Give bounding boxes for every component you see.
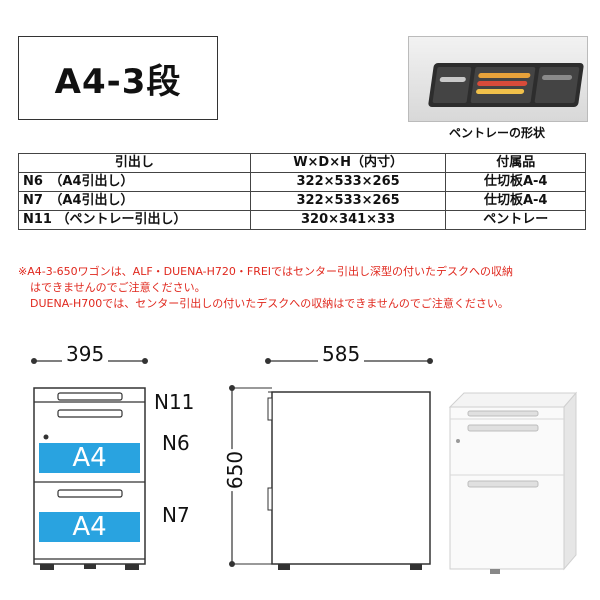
note-line: DUENA-H700では、センター引出しの付いたデスクへの収納はできませんのでご… bbox=[30, 297, 509, 310]
dims-cell: 322×533×265 bbox=[249, 172, 447, 192]
a4-label-n6: A4 bbox=[39, 443, 140, 473]
height-label: 650 bbox=[223, 448, 248, 492]
accessory-cell: ペントレー bbox=[445, 210, 586, 230]
page-title: A4-3段 bbox=[54, 61, 182, 102]
dims-cell: 320×341×33 bbox=[249, 210, 447, 230]
note-line: はできませんのでご注意ください。 bbox=[30, 281, 206, 294]
table-row: N7 （A4引出し） 322×533×265 仕切板A-4 bbox=[18, 191, 586, 211]
drawer-label-n11: N11 bbox=[154, 390, 195, 414]
table-row: N6 （A4引出し） 322×533×265 仕切板A-4 bbox=[18, 172, 586, 192]
column-header: 付属品 bbox=[445, 153, 586, 173]
column-header: W×D×H（内寸） bbox=[249, 153, 447, 173]
title-box: A4-3段 bbox=[18, 36, 218, 120]
notes: ※A4-3-650ワゴンは、ALF・DUENA-H720・FREIではセンター引… bbox=[18, 264, 590, 312]
note-line: ※A4-3-650ワゴンは、ALF・DUENA-H720・FREIではセンター引… bbox=[18, 265, 514, 278]
a4-label-n7: A4 bbox=[39, 512, 140, 542]
product-image bbox=[440, 385, 580, 575]
dims-cell: 322×533×265 bbox=[249, 191, 447, 211]
drawer-cell: N11 （ペントレー引出し） bbox=[18, 210, 251, 230]
column-header: 引出し bbox=[18, 153, 251, 173]
drawer-cell: N7 （A4引出し） bbox=[18, 191, 251, 211]
drawer-label-n6: N6 bbox=[162, 431, 190, 455]
depth-label: 585 bbox=[318, 342, 365, 366]
width-label: 395 bbox=[62, 342, 109, 366]
table-header-row: 引出し W×D×H（内寸） 付属品 bbox=[18, 153, 586, 173]
pen-tray-photo bbox=[408, 36, 588, 122]
spec-table: 引出し W×D×H（内寸） 付属品 N6 （A4引出し） 322×533×265… bbox=[18, 153, 586, 230]
photo-caption: ペントレーの形状 bbox=[448, 126, 545, 140]
pen-tray-image bbox=[427, 63, 585, 107]
drawer-cell: N6 （A4引出し） bbox=[18, 172, 251, 192]
accessory-cell: 仕切板A-4 bbox=[445, 172, 586, 192]
table-row: N11 （ペントレー引出し） 320×341×33 ペントレー bbox=[18, 210, 586, 230]
drawer-label-n7: N7 bbox=[162, 503, 190, 527]
accessory-cell: 仕切板A-4 bbox=[445, 191, 586, 211]
dimension-diagram: A4 A4 395 585 650 N11 N6 N7 bbox=[0, 340, 600, 600]
